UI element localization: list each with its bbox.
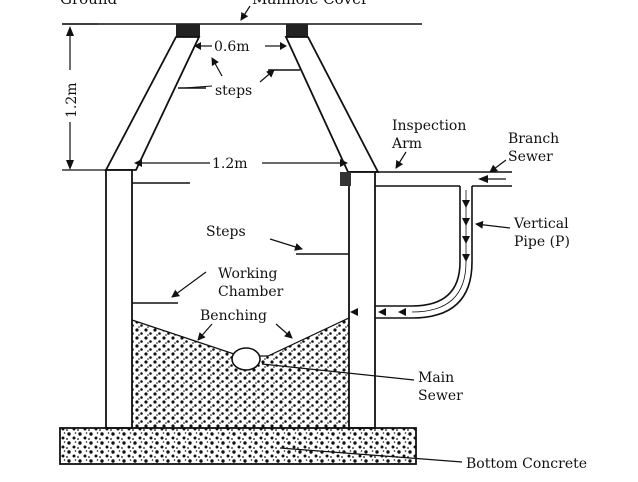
- main-sewer-pipe: [231, 347, 261, 371]
- label-branch-sewer-1: Branch: [508, 131, 559, 147]
- manhole-cover-leader: [240, 5, 251, 21]
- opening-dim-arrow-right: [280, 42, 287, 50]
- main-sewer-leader: [261, 363, 415, 381]
- flow-arrow-2: [462, 218, 470, 226]
- flow-arrow-7: [350, 308, 358, 316]
- label-inspection-arm-1: Inspection: [392, 118, 466, 134]
- bottom-concrete-leader: [279, 447, 463, 463]
- manhole-cover-right: [286, 24, 308, 37]
- label-vertical-pipe-1: Vertical: [513, 216, 569, 232]
- label-steps-lower: Steps: [206, 224, 246, 240]
- chamber-wall-left: [105, 169, 133, 429]
- inspection-arm-block: [340, 172, 351, 186]
- vertical-pipe-mid: [411, 190, 467, 313]
- working-chamber-leader: [171, 271, 207, 298]
- flow-arrow-3: [462, 236, 470, 244]
- branch-sewer-leader: [489, 159, 507, 173]
- label-bottom-concrete: Bottom Concrete: [466, 456, 587, 472]
- label-inspection-arm-2: Arm: [391, 136, 422, 152]
- label-height: 1.2m: [64, 82, 80, 118]
- flow-arrow-5: [398, 308, 406, 316]
- label-working-chamber-2: Chamber: [218, 284, 284, 300]
- label-benching: Benching: [200, 308, 267, 324]
- inspection-arm-leader: [395, 151, 407, 169]
- flow-arrow-4: [462, 254, 470, 262]
- manhole-cover-left: [176, 24, 200, 37]
- steps-upper-leader-3: [183, 85, 213, 89]
- width-dim-arrow-right: [340, 159, 348, 167]
- benching-leader-right: [275, 323, 293, 339]
- benching-fill: [131, 317, 350, 429]
- steps-upper-leader-2: [259, 69, 275, 83]
- label-ground: Ground: [60, 0, 118, 8]
- height-dim-arrow-bottom: [66, 160, 74, 170]
- flow-arrow-6: [378, 308, 386, 316]
- bottom-concrete-slab: [59, 427, 417, 465]
- label-vertical-pipe-2: Pipe (P): [514, 234, 570, 250]
- vertical-pipe-leader: [475, 220, 511, 229]
- opening-dim-arrow-left: [194, 42, 201, 50]
- label-branch-sewer-2: Sewer: [508, 149, 553, 165]
- label-working-chamber-1: Working: [218, 266, 278, 282]
- height-dim-gap: [64, 70, 76, 122]
- label-top-opening: 0.6m: [214, 39, 250, 55]
- label-manhole-cover: Manhole Cover: [252, 0, 369, 8]
- shaft-wall-left: [104, 36, 201, 171]
- chamber-wall-right: [348, 171, 376, 429]
- label-chamber-width: 1.2m: [212, 156, 248, 172]
- shaft-wall-right: [284, 36, 380, 173]
- label-steps-upper: steps: [215, 83, 252, 99]
- steps-upper-leader-1: [211, 57, 223, 77]
- steps-lower-leader: [269, 238, 303, 251]
- label-main-sewer-1: Main: [418, 370, 454, 386]
- width-dim-arrow-left: [134, 159, 142, 167]
- height-dim-arrow-top: [66, 26, 74, 36]
- benching-leader-left: [197, 323, 213, 341]
- label-main-sewer-2: Sewer: [418, 388, 463, 404]
- flow-arrow-1: [462, 200, 470, 208]
- vertical-pipe-outer: [375, 186, 473, 319]
- branch-flow-arrow: [478, 175, 488, 183]
- vertical-pipe-inner: [375, 186, 461, 307]
